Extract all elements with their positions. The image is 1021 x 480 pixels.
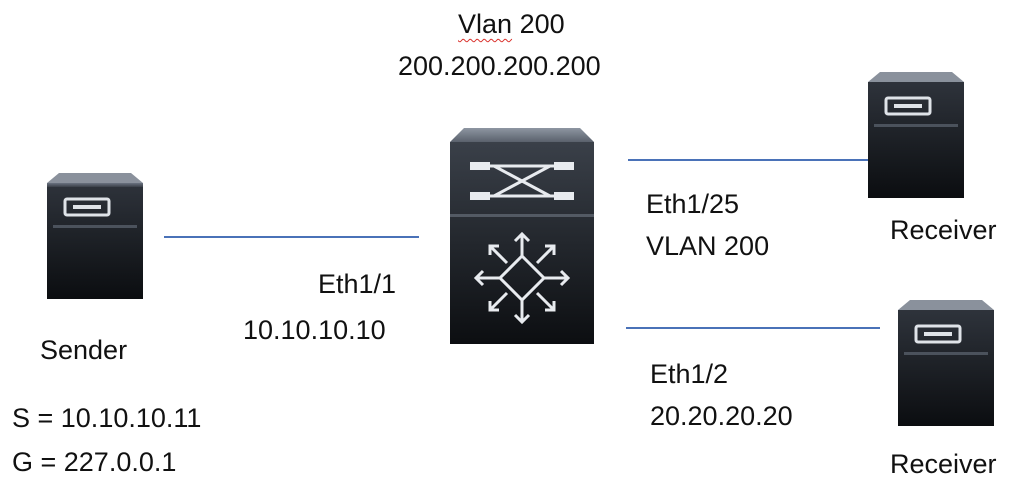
sender-source-address: S = 10.10.10.11 — [12, 403, 202, 433]
port-eth1-1-name: Eth1/1 — [318, 269, 397, 299]
link-switch-receiver-bottom — [626, 327, 880, 329]
port-eth1-25-name: Eth1/25 — [646, 189, 740, 219]
sender-group-address: G = 227.0.0.1 — [12, 447, 177, 477]
port-eth1-1-ip: 10.10.10.10 — [243, 315, 386, 345]
link-sender-switch — [164, 236, 419, 238]
core-switch — [448, 128, 596, 344]
sender-server — [45, 173, 145, 299]
receiver-server-bottom — [896, 300, 996, 426]
receiver-label-top: Receiver — [890, 215, 997, 245]
receiver-label-bottom: Receiver — [890, 449, 997, 479]
vlan-number: 200 — [519, 9, 565, 39]
sender-label: Sender — [40, 335, 128, 365]
receiver-server-top — [866, 72, 966, 198]
server-icon — [47, 173, 143, 299]
switch-ip-label: 200.200.200.200 — [398, 51, 601, 81]
port-eth1-2-ip: 20.20.20.20 — [650, 401, 793, 431]
vlan-word: Vlan — [458, 9, 513, 39]
switch-vlan-label: Vlan 200 — [458, 8, 565, 40]
link-switch-receiver-top — [628, 159, 890, 161]
server-icon — [868, 72, 964, 198]
multilayer-switch-icon — [450, 128, 594, 344]
port-eth1-25-vlan: VLAN 200 — [646, 231, 770, 261]
port-eth1-2-name: Eth1/2 — [650, 359, 729, 389]
server-icon — [898, 300, 994, 426]
